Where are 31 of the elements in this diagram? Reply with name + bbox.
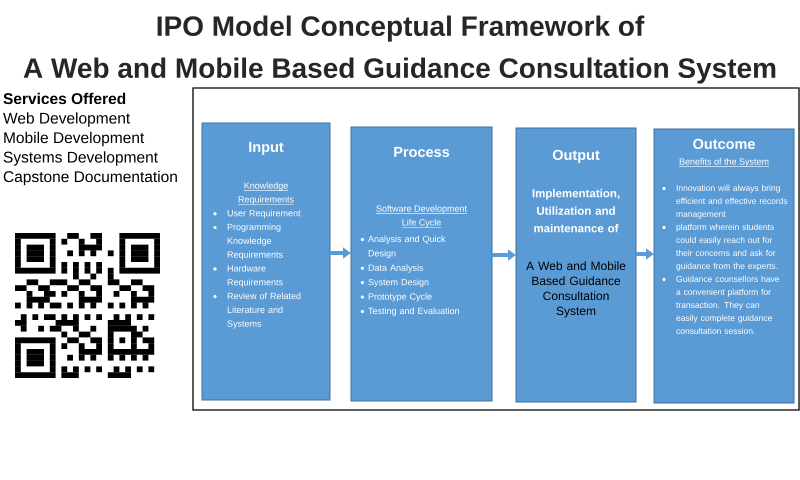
stage-box [654,128,794,404]
list-item: Mobile Development [4,132,144,146]
stage-box [350,126,492,402]
body-text: Implementation, Utilization and maintenance of [532,188,620,232]
list-item: Review of Related Literature and Systems [227,292,300,329]
box-title: Output [552,150,600,163]
list-item: Prototype Cycle [368,293,432,302]
list-heading: Services Offered [3,92,126,104]
list-item: System Design [368,278,428,288]
list-item: Data Analysis [368,264,424,273]
subheading: Knowledge Requirements [238,182,294,205]
box-title: Process [394,146,450,158]
list-item: Systems Development [4,151,158,166]
list-item: Web Development [3,112,130,127]
list-item: Analysis and Quick Design [368,235,446,258]
box-title: Input [249,142,284,155]
list-item: User Requirement [228,210,300,218]
list-item: Programming Knowledge Requirements [228,224,283,260]
list-item: Testing and Evaluation [368,307,459,316]
stage-box [516,128,636,402]
frame [192,87,800,411]
body-text: A Web and Mobile Based Guidance Consultation System [526,261,626,318]
subheading: Benefits of the System [678,158,770,167]
stage-box [202,122,330,400]
subheading: Software Development Life Cycle [376,205,468,228]
box-title: Outcome [693,138,755,150]
list-item: platform wherein students could easily reach out for their concerns and ask for guidance from the experts. [676,224,778,271]
list-item: Guidance counsellors have a convenient platform for transaction. They can easily complete guidance consultation session. [676,276,780,334]
list-item: Capstone Documentation [4,170,177,186]
list-item: Hardware Requirements [228,264,283,288]
title: IPO Model Conceptual Framework of A Web and Mobile Based Guidance Consultation System [24,16,776,84]
